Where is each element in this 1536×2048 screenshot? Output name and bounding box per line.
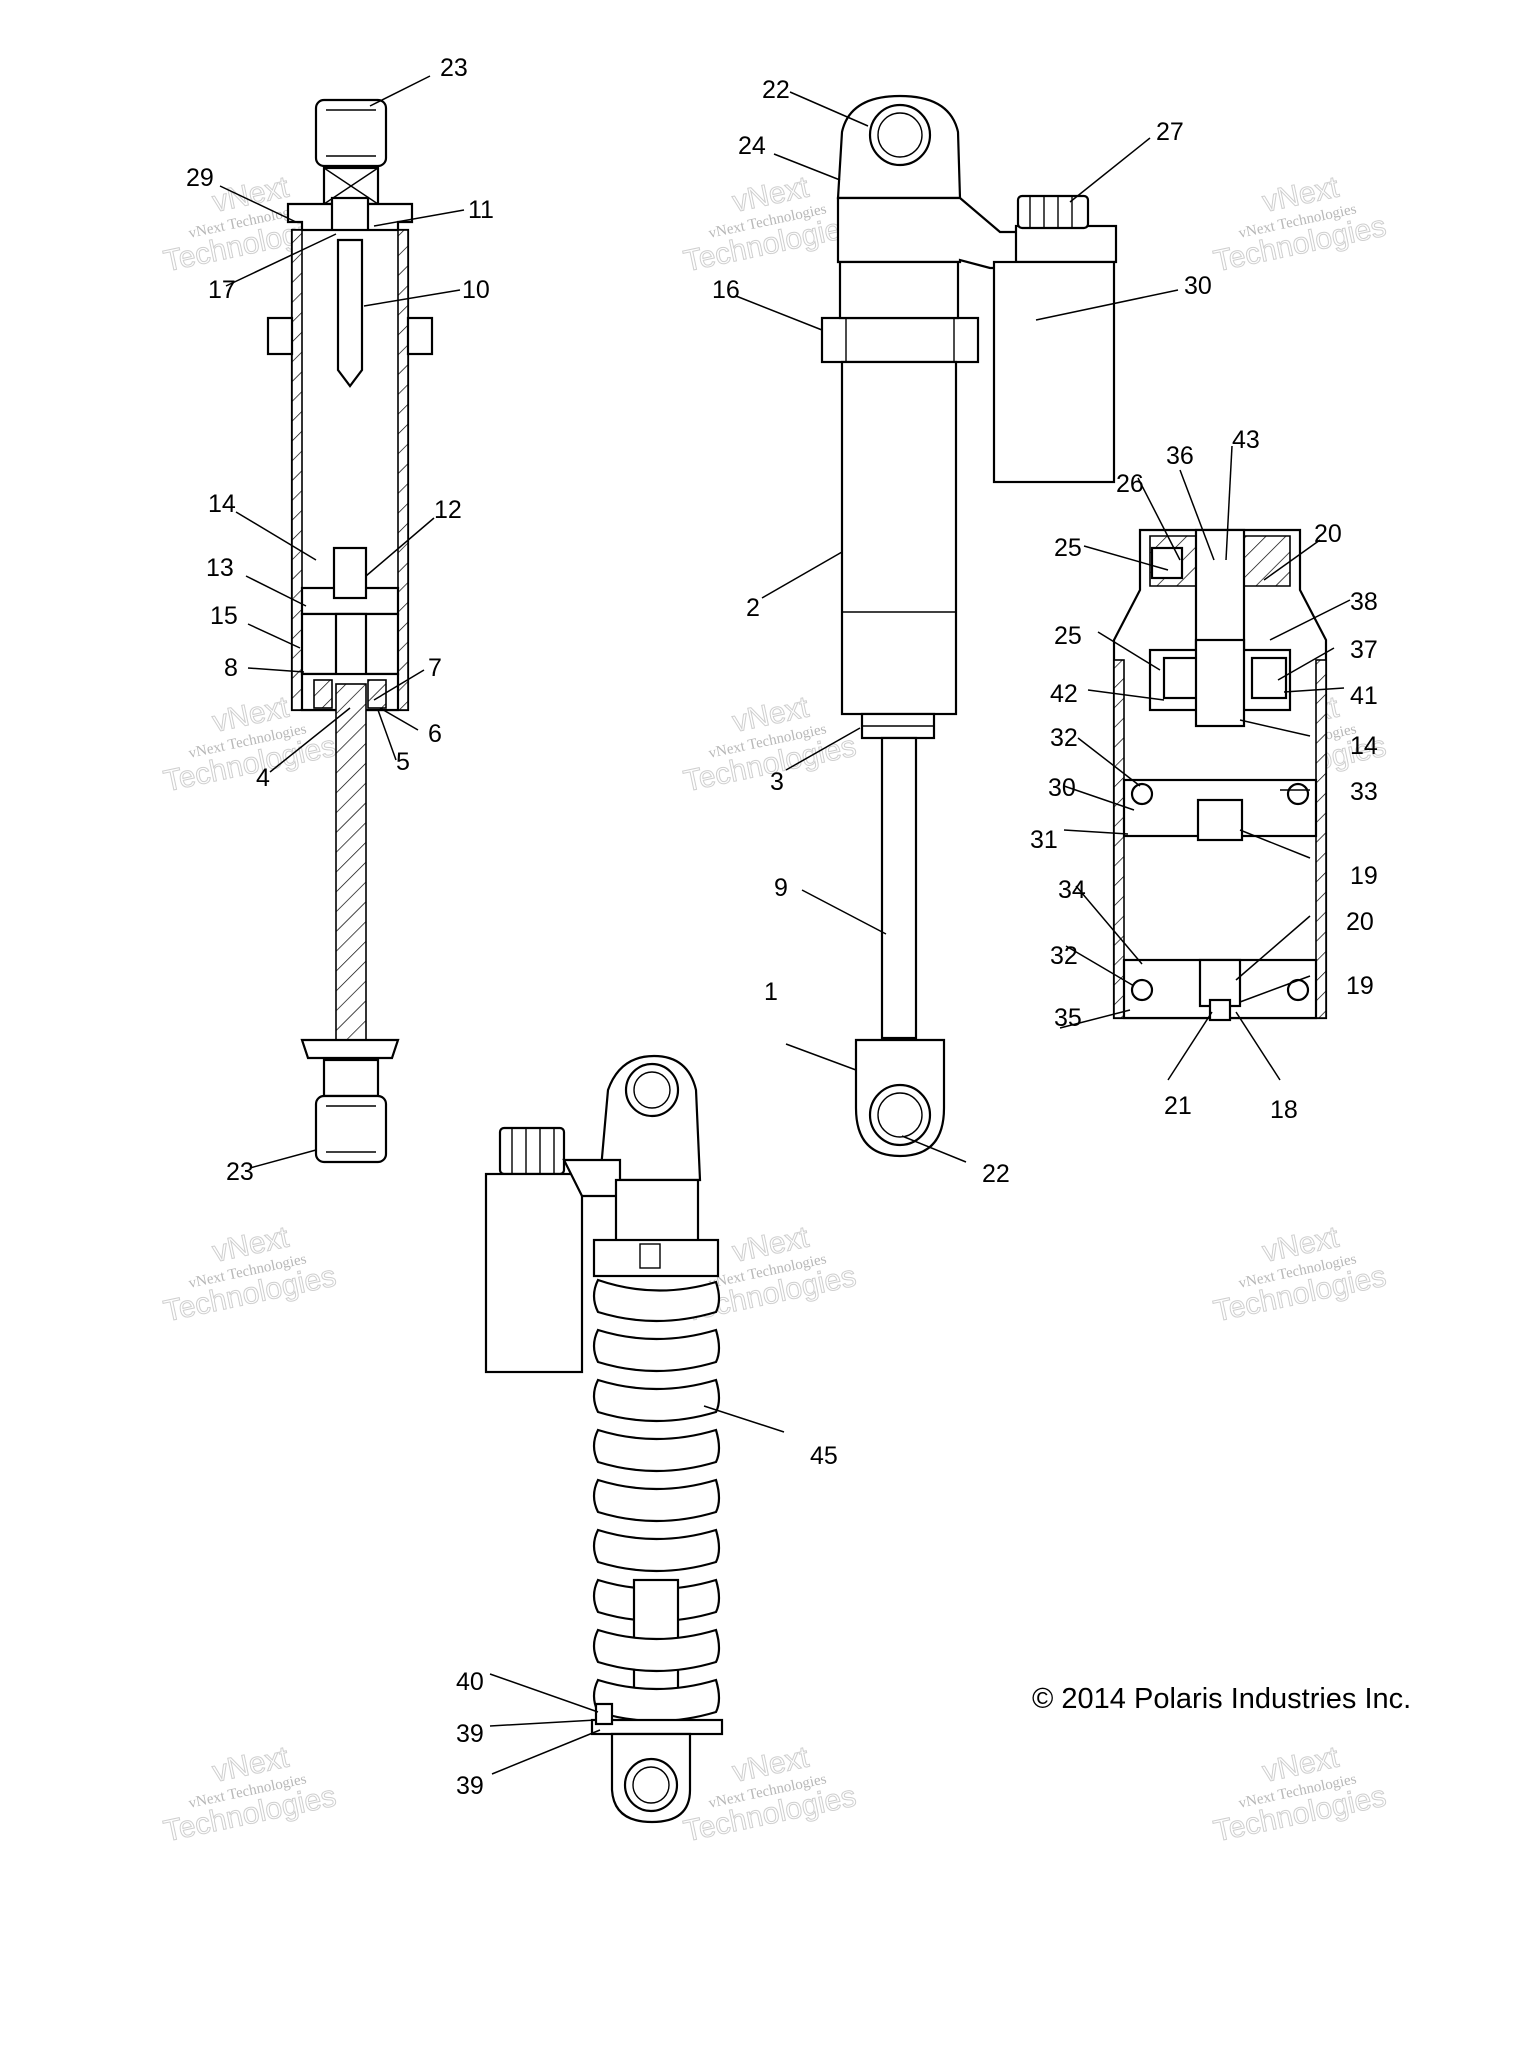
callout-42: 40 <box>456 1668 484 1696</box>
callout-3: 3 <box>770 768 784 796</box>
callout-16: 16 <box>712 276 740 304</box>
callout-29: 30 <box>1184 272 1212 300</box>
copyright-notice: © 2014 Polaris Industries Inc. <box>1032 1683 1412 1715</box>
callout-38: 38 <box>1350 588 1378 616</box>
callout-22b: 22 <box>982 1160 1010 1188</box>
callout-33: 33 <box>1350 778 1378 806</box>
callout-43: 42 <box>1050 680 1078 708</box>
callout-30: 30 <box>1048 774 1076 802</box>
callout-28: 29 <box>186 164 214 192</box>
callout-32: 32 <box>1050 724 1078 752</box>
callout-20: 20 <box>1314 520 1342 548</box>
callout-15: 15 <box>210 602 238 630</box>
callout-22: 22 <box>762 76 790 104</box>
callout-9: 9 <box>774 874 788 902</box>
leader-lines <box>219 75 1351 1775</box>
right-reservoir-section <box>1112 528 1328 1022</box>
callout-26: 26 <box>1116 470 1144 498</box>
callout-25b: 25 <box>1054 622 1082 650</box>
callout-2: 2 <box>746 594 760 622</box>
callout-32b: 32 <box>1050 942 1078 970</box>
callout-24: 24 <box>738 132 766 160</box>
callout-1: 1 <box>764 978 778 1006</box>
callout-21: 21 <box>1164 1092 1192 1120</box>
callout-19b: 19 <box>1346 972 1374 1000</box>
callout-10: 10 <box>462 276 490 304</box>
left-section-shock <box>266 98 434 1164</box>
callout-40: 39 <box>456 1720 484 1748</box>
callout-6: 6 <box>428 720 442 748</box>
callout-45: 45 <box>810 1442 838 1470</box>
callout-34: 34 <box>1058 876 1086 904</box>
callout-18: 18 <box>1270 1096 1298 1124</box>
callout-23b: 23 <box>226 1158 254 1186</box>
callout-13: 13 <box>206 554 234 582</box>
callout-41: 41 <box>1350 682 1378 710</box>
coilover-shock <box>484 1054 724 1824</box>
callout-5: 5 <box>396 748 410 776</box>
callout-labels: 23 29 11 17 10 14 12 13 15 8 7 6 5 4 23 … <box>186 54 1378 1800</box>
callout-44: 43 <box>1232 426 1260 454</box>
callout-37: 37 <box>1350 636 1378 664</box>
callout-39: 39 <box>456 1772 484 1800</box>
callout-7: 7 <box>428 654 442 682</box>
callout-35: 35 <box>1054 1004 1082 1032</box>
callout-11: 11 <box>468 196 494 224</box>
callout-31: 31 <box>1030 826 1058 854</box>
center-assembled-shock <box>820 94 1118 1158</box>
callout-25: 25 <box>1054 534 1082 562</box>
callout-36: 36 <box>1166 442 1194 470</box>
callout-14b: 14 <box>1350 732 1378 760</box>
callout-17: 17 <box>208 276 236 304</box>
callout-19: 19 <box>1350 862 1378 890</box>
callout-14: 14 <box>208 490 236 518</box>
callout-23: 23 <box>440 54 468 82</box>
callout-12: 12 <box>434 496 462 524</box>
callout-20b: 20 <box>1346 908 1374 936</box>
callout-8: 8 <box>224 654 238 682</box>
callout-4: 4 <box>256 764 270 792</box>
callout-27: 27 <box>1156 118 1184 146</box>
